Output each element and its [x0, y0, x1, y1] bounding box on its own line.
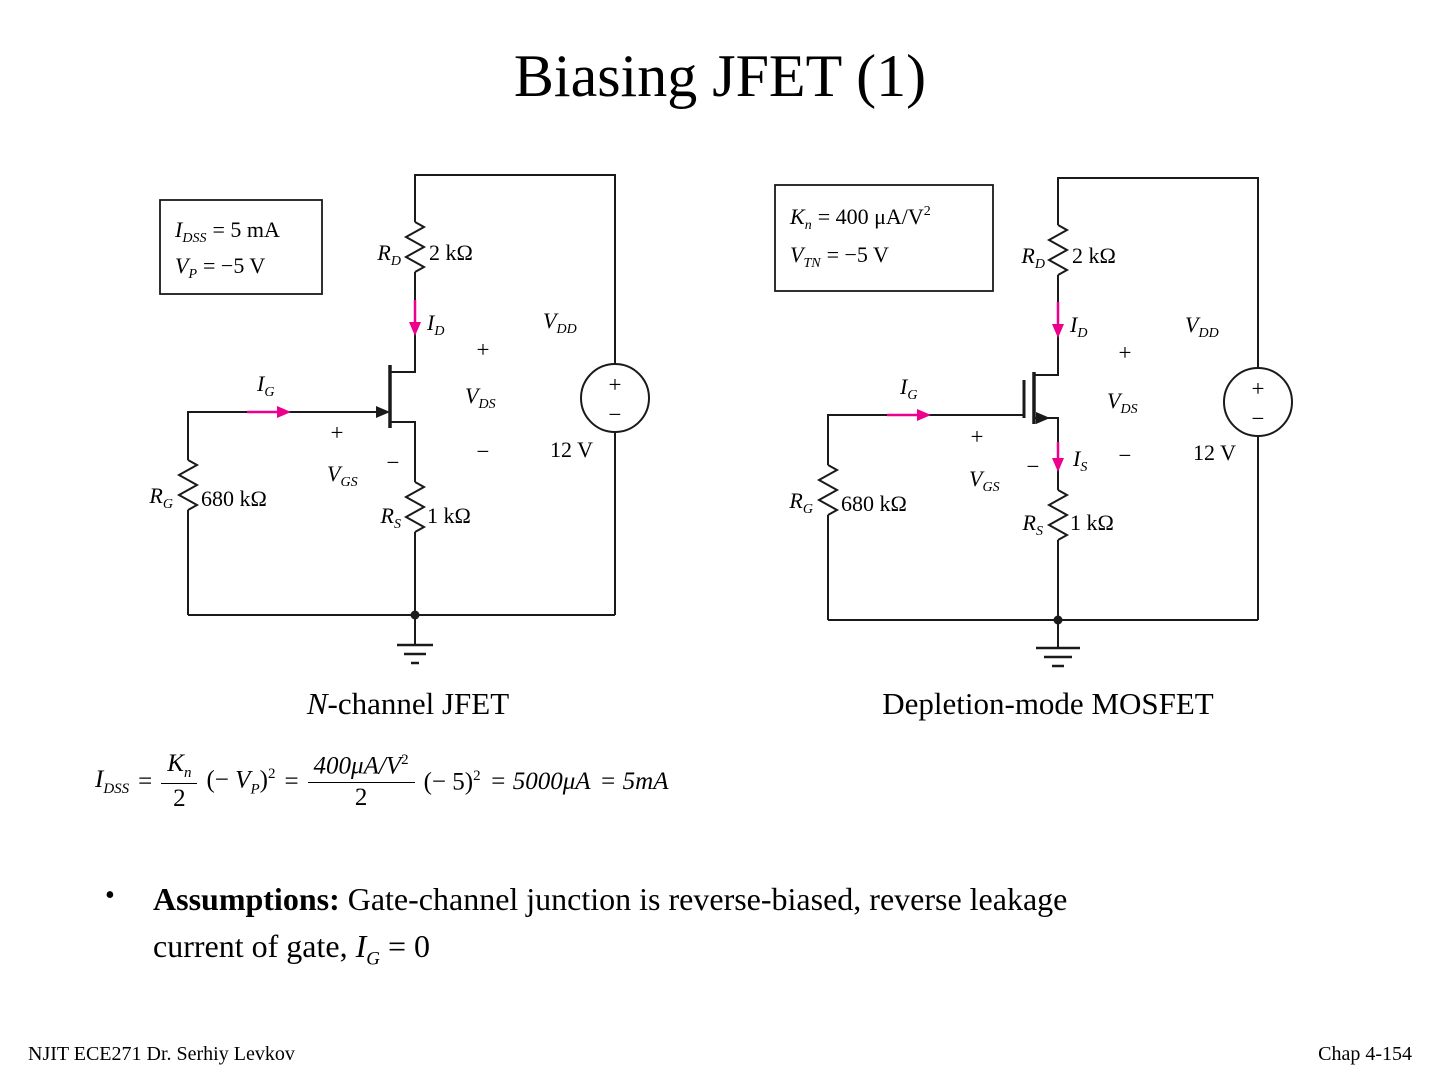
ground-symbol — [397, 610, 433, 665]
resistor-rd — [1046, 224, 1070, 276]
vgs-label: VGS — [969, 466, 1000, 495]
jfet-current-arrows — [247, 300, 421, 418]
bullet-marker: • — [105, 880, 115, 911]
eq-result-ua: = 5000μA — [489, 768, 591, 795]
rg-label: RG — [788, 488, 813, 517]
id-arrowhead — [409, 322, 421, 336]
mosfet-caption: Depletion-mode MOSFET — [882, 686, 1214, 721]
slide-title: Biasing JFET (1) — [513, 43, 927, 109]
eq-lhs: IDSS — [95, 766, 130, 797]
assumptions-bullet: • Assumptions: Gate-channel junction is … — [105, 876, 1365, 974]
jfet-caption-italic: N — [306, 686, 328, 721]
vgs-plus-sign: + — [971, 424, 984, 449]
mosfet-wires — [827, 177, 1259, 648]
assumptions-line-2: current of gate, IG = 0 — [153, 928, 430, 970]
rs-label: RS — [380, 503, 401, 532]
eq-term-5: (− 5)2 — [423, 767, 481, 796]
ig-label: IG — [899, 374, 917, 403]
assumptions-text: Assumptions: Gate-channel junction is re… — [153, 876, 1067, 974]
resistor-rg — [816, 464, 840, 516]
eq-equals-1: = — [138, 768, 153, 795]
resistor-rs — [403, 481, 427, 533]
rg-value: 680 kΩ — [201, 486, 267, 511]
vgs-minus-sign: − — [387, 450, 400, 475]
source-plus-sign: + — [1252, 376, 1265, 401]
source-arrowhead — [1036, 412, 1050, 424]
is-arrowhead — [1052, 458, 1064, 472]
mosfet-circuit-diagram: + − Kn= 400 μA/V2 VTN= −5 V RD 2 kΩ ID V… — [774, 177, 1293, 668]
mosfet-parameter-box — [774, 184, 994, 292]
vgs-plus-sign: + — [331, 420, 344, 445]
vdd-label: VDD — [1185, 312, 1219, 341]
source-minus-sign: − — [1252, 406, 1265, 431]
jfet-param-idss: IDSS= 5 mA — [174, 217, 280, 246]
gate-arrowhead — [376, 406, 390, 418]
vgs-label: VGS — [327, 461, 358, 490]
source-minus-sign: − — [609, 402, 622, 427]
mosfet-param-vtn: VTN= −5 V — [790, 242, 889, 271]
vds-minus-sign: − — [1119, 443, 1132, 468]
mosfet-resistors — [816, 224, 1070, 541]
vdd-source-symbol: + − — [580, 363, 650, 433]
vds-label: VDS — [1107, 388, 1138, 417]
rd-value: 2 kΩ — [1072, 243, 1116, 268]
footer-course-info: NJIT ECE271 Dr. Serhiy Levkov — [28, 1043, 295, 1065]
resistor-rs — [1046, 489, 1070, 541]
assumptions-line-1: Assumptions: Gate-channel junction is re… — [153, 881, 1068, 917]
jfet-caption-rest: -channel JFET — [327, 686, 510, 721]
vds-plus-sign: + — [477, 337, 490, 362]
jfet-wires — [187, 174, 616, 645]
source-plus-sign: + — [609, 372, 622, 397]
jfet-param-vp: VP= −5 V — [175, 253, 265, 282]
jfet-circuit-diagram: + − IDSS= 5 mA VP= −5 V RD 2 kΩ ID VDD 1… — [148, 174, 650, 665]
id-label: ID — [426, 310, 444, 339]
rs-label: RS — [1022, 510, 1043, 539]
ig-label: IG — [256, 371, 274, 400]
ig-arrowhead — [277, 406, 291, 418]
rd-value: 2 kΩ — [429, 240, 473, 265]
mosfet-current-arrows — [887, 302, 1064, 472]
vds-label: VDS — [465, 383, 496, 412]
is-label: IS — [1072, 446, 1087, 475]
vgs-minus-sign: − — [1027, 454, 1040, 479]
footer-page-number: Chap 4-154 — [1318, 1043, 1412, 1065]
resistor-rd — [403, 221, 427, 273]
ground-symbol — [1036, 615, 1080, 668]
rg-value: 680 kΩ — [841, 491, 907, 516]
jfet-resistors — [176, 221, 427, 533]
rs-value: 1 kΩ — [1070, 510, 1114, 535]
ig-arrowhead — [917, 409, 931, 421]
vds-minus-sign: − — [477, 439, 490, 464]
id-label: ID — [1069, 312, 1087, 341]
rd-label: RD — [376, 240, 401, 269]
rd-label: RD — [1020, 243, 1045, 272]
eq-term-vp: (− VP)2 — [206, 765, 276, 798]
rs-value: 1 kΩ — [427, 503, 471, 528]
jfet-parameter-box — [159, 199, 323, 295]
rg-label: RG — [148, 483, 173, 512]
eq-equals-2: = — [284, 768, 299, 795]
vdd-value: 12 V — [550, 437, 593, 462]
jfet-caption: N-channel JFET — [128, 686, 688, 722]
vdd-source-symbol: + − — [1223, 367, 1293, 437]
vdd-value: 12 V — [1193, 440, 1236, 465]
jfet-symbol — [376, 365, 392, 428]
id-arrowhead — [1052, 324, 1064, 338]
mosfet-param-kn: Kn= 400 μA/V2 — [789, 204, 931, 233]
vdd-label: VDD — [543, 308, 577, 337]
vds-plus-sign: + — [1119, 340, 1132, 365]
resistor-rg — [176, 459, 200, 511]
mosfet-symbol — [1022, 372, 1050, 424]
eq-result-ma: = 5mA — [599, 768, 669, 795]
